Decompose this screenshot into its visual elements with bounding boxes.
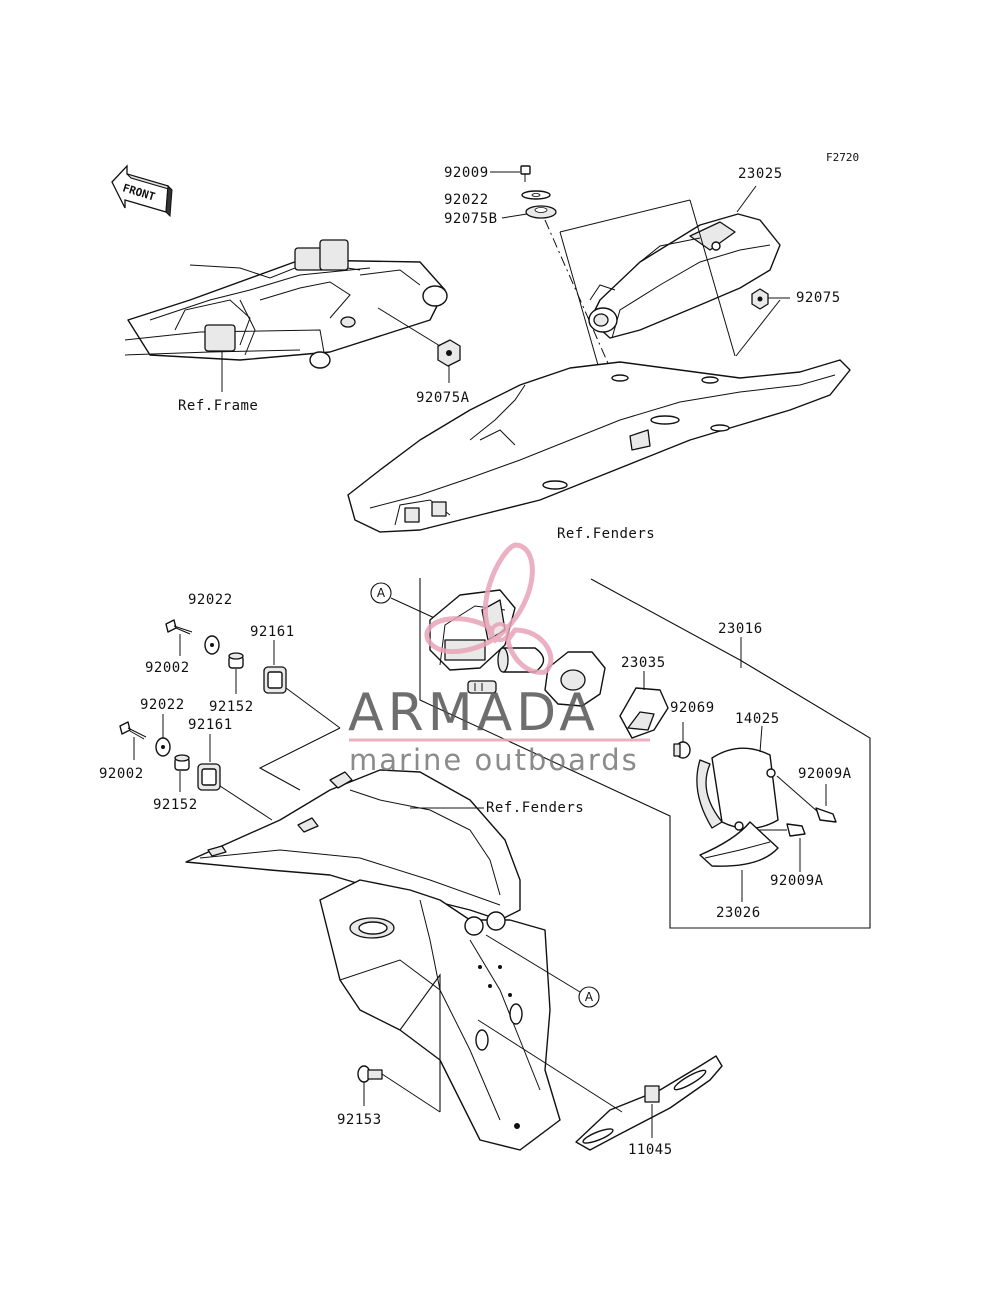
part-92152-a-label: 92152 xyxy=(209,699,254,715)
ref-fenders-mid-label: Ref.Fenders xyxy=(486,800,584,816)
part-92161-a-label: 92161 xyxy=(250,624,295,640)
part-92009-label: 92009 xyxy=(444,165,489,181)
bolt-92009-icon xyxy=(520,165,531,182)
collar-92152-a-icon xyxy=(228,652,244,669)
watermark-name: ARMADA xyxy=(348,683,599,743)
bolt-92002-lower-icon xyxy=(119,721,147,740)
bulb-92069-icon xyxy=(673,741,691,759)
part-23025-label: 23025 xyxy=(738,166,783,182)
part-92002-b-label: 92002 xyxy=(99,766,144,782)
part-92075-label: 92075 xyxy=(796,290,841,306)
washer-92022-top-icon xyxy=(521,190,551,200)
part-92153-label: 92153 xyxy=(337,1112,382,1128)
bolt-92002-upper-icon xyxy=(165,619,193,635)
rear-fender-top-illustration xyxy=(347,359,851,533)
washer-92022-b-icon xyxy=(155,737,171,757)
part-92022-a-label: 92022 xyxy=(188,592,233,608)
part-23026-label: 23026 xyxy=(716,905,761,921)
svg-text:A: A xyxy=(377,586,386,600)
nut-92075a-icon xyxy=(437,339,461,367)
rear-fender-lower-illustration xyxy=(185,769,561,1151)
callout-a-upper: A xyxy=(370,582,392,604)
plate-23026-illustration xyxy=(699,821,779,867)
connector-icon xyxy=(467,680,497,694)
socket-23035-icon xyxy=(619,687,669,739)
nut-92075-icon xyxy=(751,288,769,310)
ref-frame-label: Ref.Frame xyxy=(178,398,258,414)
part-92161-b-label: 92161 xyxy=(188,717,233,733)
frame-illustration xyxy=(124,239,448,369)
part-92009a-lower-label: 92009A xyxy=(770,873,824,889)
figure-code: F2720 xyxy=(826,151,859,164)
bulb-icon xyxy=(497,647,545,673)
collar-92152-b-icon xyxy=(174,754,190,771)
damper-92161-b-icon xyxy=(197,763,221,791)
part-14025-label: 14025 xyxy=(735,711,780,727)
part-11045-label: 11045 xyxy=(628,1142,673,1158)
socket-icon xyxy=(544,651,606,707)
propeller-logo-icon xyxy=(424,542,554,675)
part-92022-top-label: 92022 xyxy=(444,192,489,208)
grommet-92075b-icon xyxy=(525,205,557,219)
damper-92161-a-icon xyxy=(263,666,287,694)
part-92002-a-label: 92002 xyxy=(145,660,190,676)
armada-watermark: ARMADA marine outboards xyxy=(348,542,650,777)
lens-14025-illustration xyxy=(696,747,779,831)
seat-cover-23025-illustration xyxy=(588,213,781,339)
part-92075b-label: 92075B xyxy=(444,211,498,227)
callout-a-lower: A xyxy=(578,986,600,1008)
svg-text:A: A xyxy=(585,990,594,1004)
bolt-92153-icon xyxy=(357,1065,383,1083)
part-23035-label: 23035 xyxy=(621,655,666,671)
part-92069-label: 92069 xyxy=(670,700,715,716)
front-arrow-icon: FRONT xyxy=(111,164,173,218)
part-92152-b-label: 92152 xyxy=(153,797,198,813)
washer-92022-a-icon xyxy=(204,635,220,655)
bracket-11045-illustration xyxy=(575,1055,723,1151)
watermark-tagline: marine outboards xyxy=(349,743,639,777)
part-92022-b-label: 92022 xyxy=(140,697,185,713)
part-92075a-label: 92075A xyxy=(416,390,470,406)
part-92009a-upper-label: 92009A xyxy=(798,766,852,782)
screw-92009a-upper-icon xyxy=(776,775,837,823)
ref-fenders-top-label: Ref.Fenders xyxy=(557,526,655,542)
part-23016-label: 23016 xyxy=(718,621,763,637)
